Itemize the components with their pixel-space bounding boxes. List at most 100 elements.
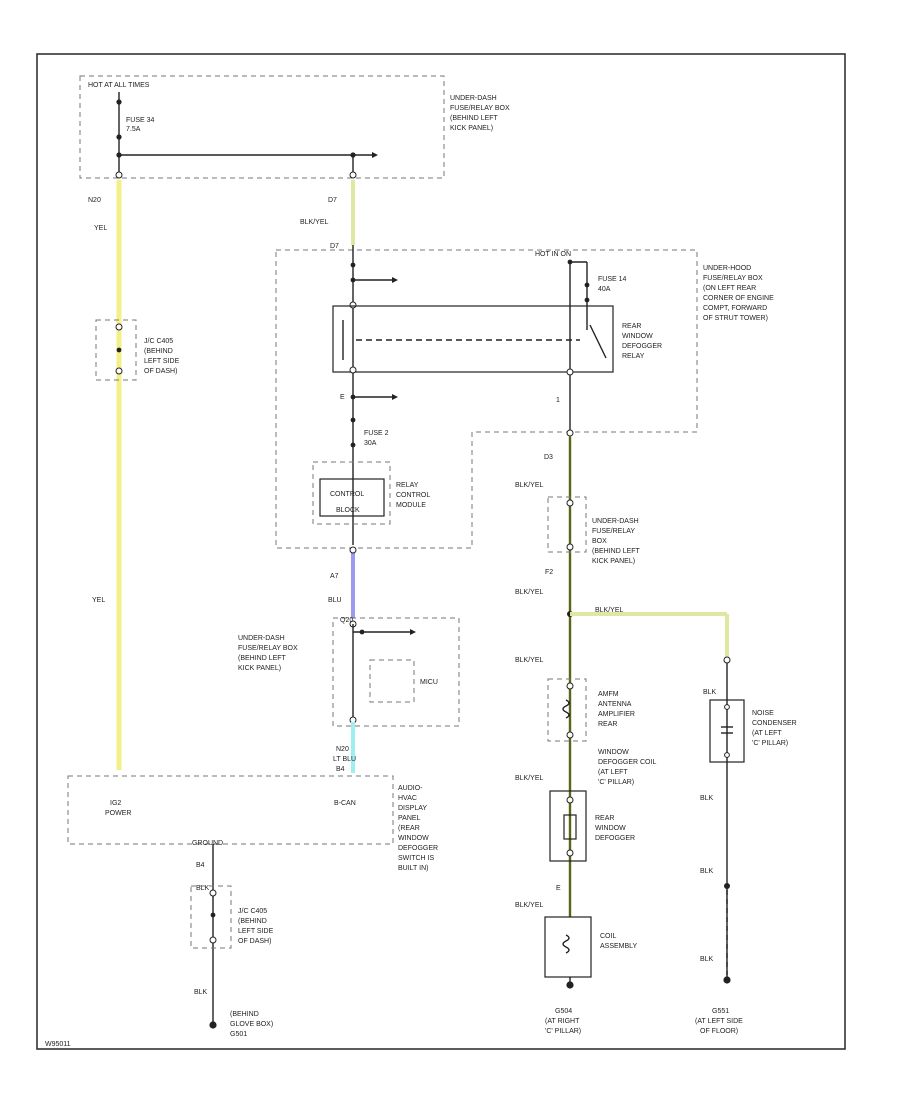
label-fuse-34: FUSE 34 [126,117,155,124]
jc-bottom-in [209,889,217,897]
label-g-right-2: (AT RIGHT [545,1018,580,1025]
relay-control-module [312,461,391,525]
label-under-dash-left-1: UNDER-DASH [238,635,285,642]
label-jc-ant-8: 'C' PILLAR) [598,779,634,786]
label-jc-bot-2: (BEHIND [238,918,267,925]
rear-def-out [566,849,574,857]
label-jc-ant-7: (AT LEFT [598,769,628,776]
label-ground: GROUND [192,840,223,847]
label-g-left-2: (AT LEFT SIDE [695,1018,743,1025]
label-blkyel-1: BLK/YEL [300,219,329,226]
label-rear-def-1: REAR [595,815,614,822]
label-jc-bot-1: J/C C405 [238,908,267,915]
control-block [319,478,385,517]
ground-g551 [723,976,731,984]
label-audio-5: (REAR [398,825,420,832]
label-blkyel-2: BLK/YEL [515,482,544,489]
label-d3: D3 [544,454,553,461]
label-yel-2: YEL [92,597,105,604]
noise-bottom-term [724,752,730,758]
audio-hvac-panel [67,775,394,845]
outer-frame [36,53,846,1050]
label-g-right-1: G504 [555,1008,572,1015]
arrow-top-right [372,152,378,158]
node-right-relay-out [566,368,574,376]
node-fuse34-top [116,99,122,105]
label-blkyel-6: BLK/YEL [515,775,544,782]
label-d7: D7 [328,197,337,204]
coil-symbol [562,934,570,954]
label-fuse-2: FUSE 2 [364,430,389,437]
noise-top-term [724,704,730,710]
node-left-1 [350,262,356,268]
label-d7b: D7 [330,243,339,250]
label-yel-1: YEL [94,225,107,232]
label-coil-1: COIL [600,933,616,940]
label-control-block-1: CONTROL [330,491,364,498]
node-left-3 [349,301,357,309]
label-audio-2: HVAC [398,795,417,802]
rear-def-in [566,796,574,804]
label-pin-1: 1 [556,397,560,404]
noise-splice [724,883,730,889]
label-blkyel-5: BLK/YEL [515,657,544,664]
jc-top-in [115,323,123,331]
label-jc-bot-3: LEFT SIDE [238,928,274,935]
label-hot-all-times: HOT AT ALL TIMES [88,82,150,89]
label-under-dash-mid-1: UNDER-DASH [592,518,639,525]
label-jc-ant-2: ANTENNA [598,701,632,708]
node-fuse34-bottom [116,134,122,140]
jc-top-out [115,367,123,375]
label-blk-6: BLK [194,989,208,996]
diagram-code: W95011 [45,1041,71,1048]
label-audio-4: PANEL [398,815,421,822]
jc-top-node [116,347,122,353]
jc-top-box [95,319,137,381]
label-blk-3: BLK [700,868,714,875]
label-jc-ant-4: REAR [598,721,617,728]
label-noise-1: NOISE [752,710,774,717]
jc-antenna-box [547,678,587,742]
jc-antenna-in [566,682,574,690]
micu-arrow [410,629,416,635]
label-pin-e2: E [556,885,561,892]
label-jc-ant-3: AMPLIFIER [598,711,635,718]
micu-box [369,659,415,703]
label-blk-4: BLK [700,956,714,963]
noise-condenser-box [709,699,745,763]
jc-bottom-out [209,936,217,944]
under-hood-box [275,249,698,549]
label-hot-in-on: HOT IN ON [535,251,571,258]
label-under-dash-top-4: KICK PANEL) [450,125,493,132]
label-under-dash-mid-3: BOX [592,538,607,545]
label-g-left-3: OF FLOOR) [700,1028,738,1035]
label-under-hood-3: (ON LEFT REAR [703,285,756,292]
label-g-left-1: G551 [712,1008,729,1015]
label-blkyel-4: BLK/YEL [595,607,624,614]
relay-switch [589,324,607,359]
label-control-block-2: BLOCK [336,507,360,514]
label-audio-6: WINDOW [398,835,429,842]
label-jc-top-4: OF DASH) [144,368,177,375]
label-b4-ground: B4 [196,862,205,869]
jc-bottom-box [190,885,232,949]
label-n20: N20 [88,197,101,204]
label-jc-ant-5: WINDOW [598,749,629,756]
label-relay-1: REAR [622,323,641,330]
label-noise-4: 'C' PILLAR) [752,740,788,747]
label-fuse-34-amps: 7.5A [126,126,141,133]
label-under-hood-1: UNDER-HOOD [703,265,751,272]
label-under-dash-mid-4: (BEHIND LEFT [592,548,641,555]
under-dash-fuse-box-mid [547,496,587,553]
label-audio-7: DEFOGGER [398,845,438,852]
label-g-right-3: 'C' PILLAR) [545,1028,581,1035]
label-pin-e: E [340,394,345,401]
label-ig2-1: IG2 [110,800,121,807]
label-rcm-1: RELAY [396,482,419,489]
label-relay-4: RELAY [622,353,645,360]
label-under-hood-5: COMPT, FORWARD [703,305,767,312]
label-under-dash-left-4: KICK PANEL) [238,665,281,672]
label-relay-2: WINDOW [622,333,653,340]
label-q20: Q20 [340,617,353,624]
rear-defogger-box [549,790,587,862]
